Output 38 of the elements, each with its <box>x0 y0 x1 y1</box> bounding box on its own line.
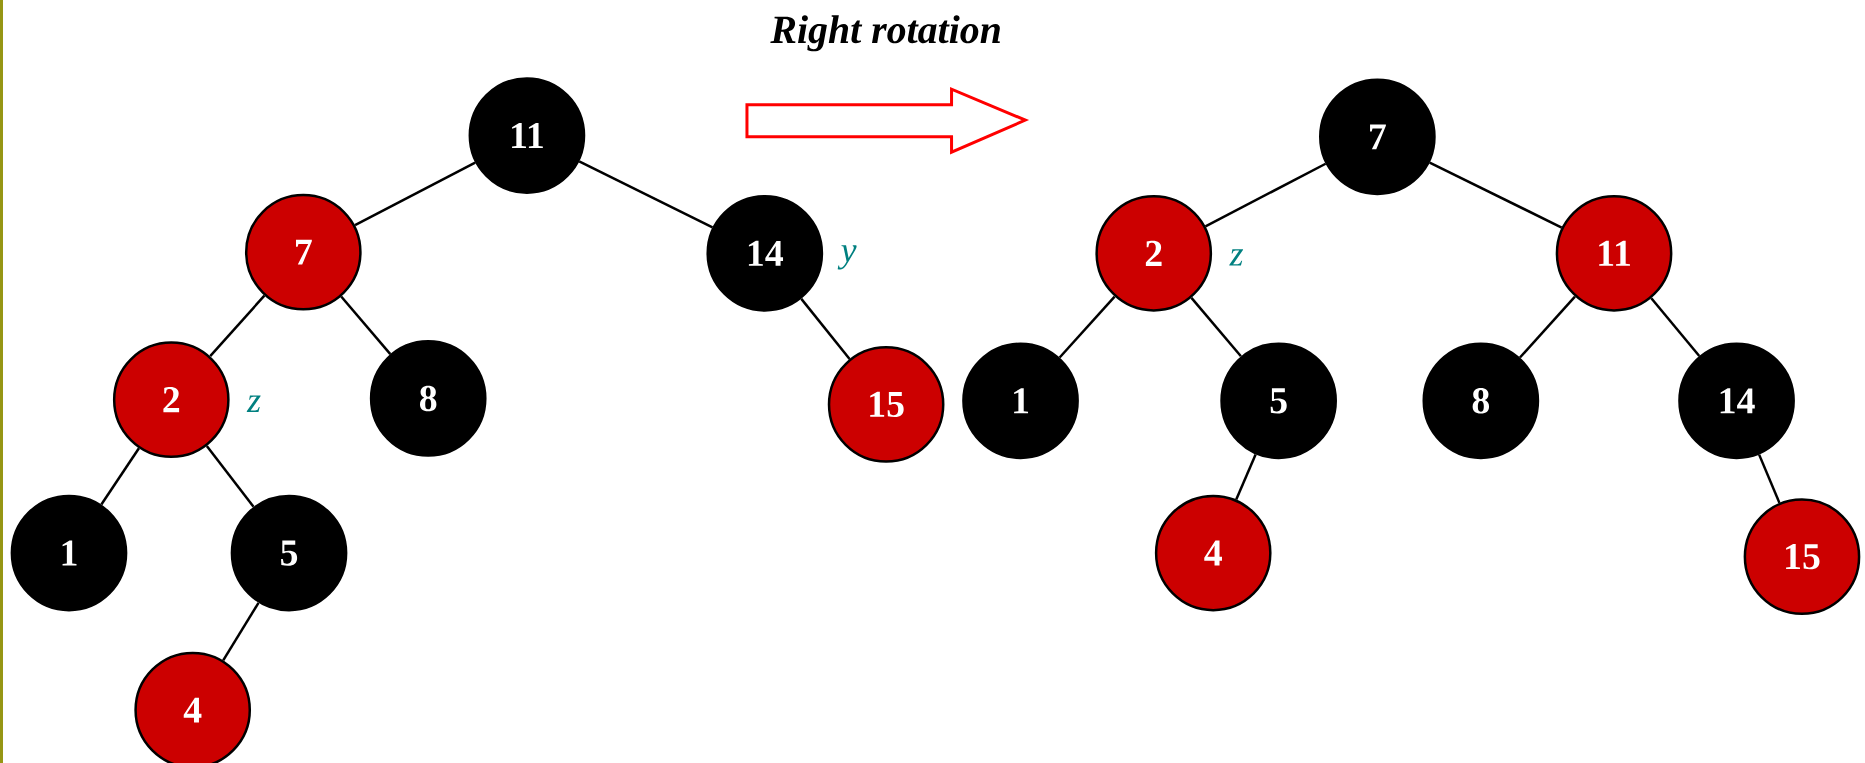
tree-node: 4 <box>1154 494 1272 612</box>
tree-edge <box>1650 297 1701 357</box>
tree-node: 8 <box>1422 342 1540 460</box>
tree-node: 15 <box>827 346 945 463</box>
tree-node: 8 <box>369 340 487 457</box>
tree-edge <box>1235 453 1257 500</box>
tree-edge <box>354 161 476 227</box>
tree-node: 11 <box>468 77 586 194</box>
node-label: z <box>1229 249 1244 266</box>
tree-node: 1 <box>10 494 128 612</box>
tree-edge <box>209 294 266 357</box>
tree-node: 2 <box>112 341 230 458</box>
tree-edge <box>205 445 255 508</box>
tree-edge <box>800 298 851 360</box>
tree-edge <box>340 295 392 355</box>
tree-node: 1 <box>962 342 1079 460</box>
tree-node: 5 <box>1220 342 1337 460</box>
tree-edge <box>1758 454 1781 504</box>
tree-node: 7 <box>244 193 362 311</box>
tree-node: 2 <box>1095 195 1213 312</box>
tree-edge <box>100 447 140 506</box>
node-label: z <box>246 395 261 412</box>
tree-node: 4 <box>134 651 252 763</box>
tree-edge <box>1429 161 1563 229</box>
tree-node: 14 <box>706 195 824 312</box>
tree-node: 5 <box>230 494 348 612</box>
tree-node: 11 <box>1555 195 1673 312</box>
tree-edge <box>578 160 714 229</box>
tree-edge <box>1058 295 1116 359</box>
tree-edge <box>1190 297 1242 358</box>
title: Right rotation <box>770 15 1000 52</box>
tree-edge <box>1519 295 1576 359</box>
tree-edge <box>1204 162 1327 228</box>
tree-node: 7 <box>1319 78 1436 196</box>
tree-node: 15 <box>1743 498 1861 615</box>
tree-node: 14 <box>1678 342 1795 460</box>
tree-edge <box>222 602 260 661</box>
node-label: y <box>837 245 857 270</box>
